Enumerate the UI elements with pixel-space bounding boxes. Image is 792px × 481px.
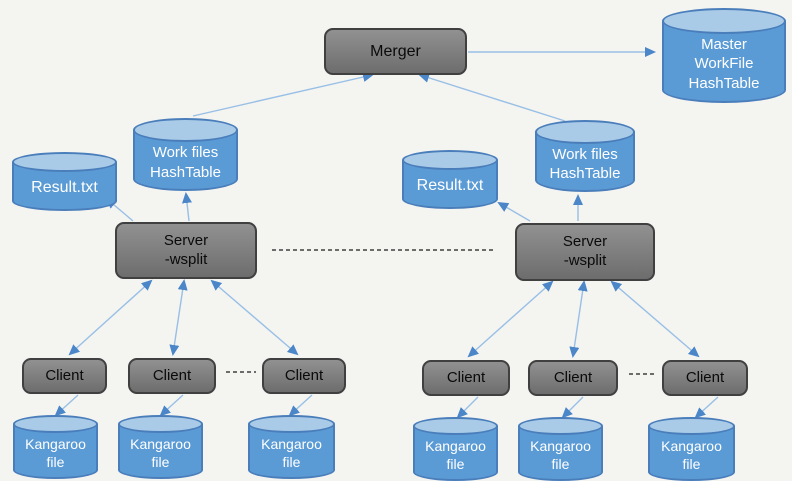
edge-workfiles-left-to-merger (192, 72, 374, 117)
edge-server-right-client-6 (610, 280, 700, 358)
client-5-label: Client (553, 368, 593, 386)
cylinder-top (13, 415, 98, 433)
client-6-box: Client (662, 360, 748, 396)
kangaroo-file-2-label: Kangaroo file (130, 435, 191, 470)
kangaroo-file-2-cylinder: Kangaroo file (118, 415, 203, 479)
cylinder-top (518, 417, 603, 435)
cylinder-top (133, 118, 238, 142)
edge-server-left-client-2 (169, 279, 188, 356)
kangaroo-file-4-label: Kangaroo file (425, 437, 486, 472)
edge-client-5-to-kangaroo-5 (561, 396, 584, 419)
result-left-label: Result.txt (31, 178, 98, 196)
cylinder-top (413, 417, 498, 435)
server-left-label: Server -wsplit (163, 231, 209, 268)
cylinder-body (662, 21, 786, 103)
edge-client-4-to-kangaroo-4 (456, 396, 479, 419)
cylinder-body (248, 424, 335, 479)
master-workfile-hashtable-label: Master WorkFile HashTable (688, 35, 760, 92)
server-left-box: Server -wsplit (115, 222, 257, 279)
server-right-label: Server -wsplit (562, 233, 608, 269)
client-1-label: Client (45, 366, 84, 384)
edge-server-right-client-5 (569, 280, 588, 358)
kangaroo-file-3-cylinder: Kangaroo file (248, 415, 335, 479)
edge-server-left-client-3 (210, 279, 299, 356)
cylinder-body (648, 426, 735, 481)
edge-client-3-to-kangaroo-3 (288, 394, 313, 417)
master-workfile-hashtable-cylinder: Master WorkFile HashTable (662, 8, 786, 103)
cylinder-top (118, 415, 203, 433)
cylinder-top (402, 150, 498, 170)
kangaroo-file-1-label: Kangaroo file (25, 435, 86, 470)
client-5-box: Client (528, 360, 618, 396)
client-6-label: Client (685, 368, 725, 386)
edge-client-1-to-kangaroo-1 (54, 394, 79, 417)
kangaroo-file-4-cylinder: Kangaroo file (413, 417, 498, 481)
cylinder-body (413, 426, 498, 481)
work-files-hashtable-right-cylinder: Work files HashTable (535, 120, 635, 192)
merger-box: Merger (324, 28, 467, 75)
cylinder-body (12, 162, 117, 211)
client-2-label: Client (152, 366, 192, 384)
edge-client-6-to-kangaroo-6 (694, 396, 719, 419)
kangaroo-file-5-cylinder: Kangaroo file (518, 417, 603, 481)
edge-client-2-to-kangaroo-2 (159, 394, 184, 417)
cylinder-top (662, 8, 786, 34)
kangaroo-file-6-cylinder: Kangaroo file (648, 417, 735, 481)
edge-server-left-to-workfiles-left (182, 192, 192, 222)
client-3-box: Client (262, 358, 346, 394)
edge-server-right-client-4 (467, 280, 554, 358)
cylinder-top (12, 152, 117, 172)
cylinder-body (518, 426, 603, 481)
edge-server-right-to-result-right (497, 201, 531, 222)
client-3-label: Client (284, 366, 324, 384)
kangaroo-file-5-label: Kangaroo file (530, 437, 591, 472)
result-left-cylinder: Result.txt (12, 152, 117, 211)
result-right-cylinder: Result.txt (402, 150, 498, 209)
cylinder-top (535, 120, 635, 144)
cylinder-top (248, 415, 335, 433)
edge-server-left-client-1 (68, 279, 153, 356)
result-right-label: Result.txt (416, 176, 484, 194)
kangaroo-file-3-label: Kangaroo file (261, 435, 322, 470)
edge-workfiles-right-to-merger (418, 72, 566, 122)
cylinder-body (118, 424, 203, 479)
client-4-label: Client (446, 368, 486, 386)
kangaroo-file-6-label: Kangaroo file (661, 437, 722, 472)
merger-label: Merger (370, 42, 421, 60)
client-1-box: Client (22, 358, 107, 394)
cylinder-body (13, 424, 98, 479)
kangaroo-file-1-cylinder: Kangaroo file (13, 415, 98, 479)
client-4-box: Client (422, 360, 510, 396)
cylinder-top (648, 417, 735, 435)
work-files-hashtable-left-label: Work files HashTable (150, 144, 221, 181)
work-files-hashtable-right-label: Work files HashTable (549, 145, 621, 183)
work-files-hashtable-left-cylinder: Work files HashTable (133, 118, 238, 191)
client-2-box: Client (128, 358, 216, 394)
server-right-box: Server -wsplit (515, 223, 655, 281)
